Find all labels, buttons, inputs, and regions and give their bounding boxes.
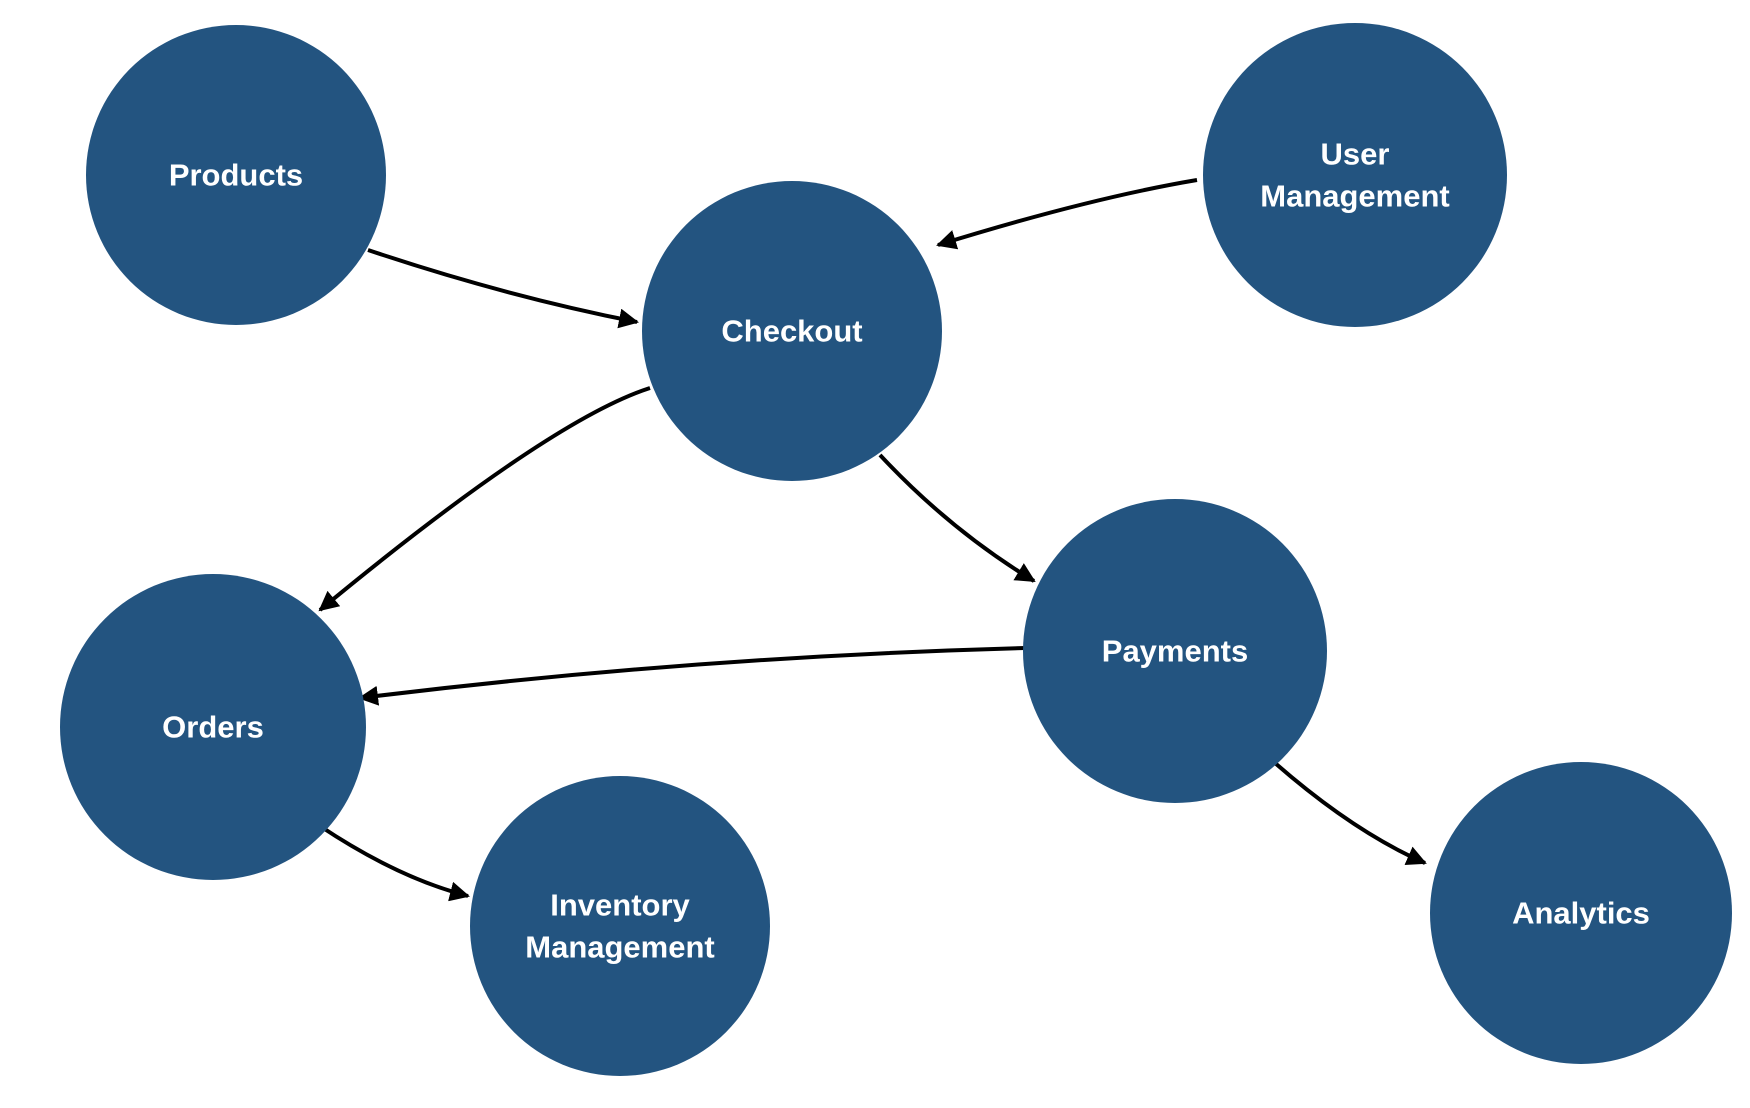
node-payments-label-line: Payments (1102, 634, 1248, 669)
node-payments-label: Payments (1102, 634, 1248, 669)
node-checkout[interactable]: Checkout (642, 181, 942, 481)
node-inventory-management-label-line: Inventory (550, 888, 690, 923)
edge-orders-to-inventory-management (318, 824, 470, 902)
node-analytics[interactable]: Analytics (1430, 762, 1732, 1064)
node-products-label-line: Products (169, 158, 303, 193)
node-products[interactable]: Products (86, 25, 386, 325)
node-inventory-management-label-line: Management (525, 930, 714, 965)
edge-payments-to-analytics (1273, 761, 1427, 865)
node-checkout-label: Checkout (721, 314, 862, 349)
node-analytics-label: Analytics (1512, 896, 1650, 931)
node-orders-circle[interactable] (60, 574, 366, 880)
edge-payments-to-orders (358, 646, 1026, 706)
node-products-circle[interactable] (86, 25, 386, 325)
edges-layer (318, 178, 1427, 902)
node-orders[interactable]: Orders (60, 574, 366, 880)
node-analytics-label-line: Analytics (1512, 896, 1650, 931)
edge-checkout-to-payments (878, 453, 1036, 583)
node-checkout-circle[interactable] (642, 181, 942, 481)
node-user-management-label-line: User (1321, 137, 1390, 172)
node-user-management-circle[interactable] (1203, 23, 1507, 327)
node-user-management-label-line: Management (1260, 179, 1449, 214)
node-products-label: Products (169, 158, 303, 193)
node-analytics-circle[interactable] (1430, 762, 1732, 1064)
node-checkout-label-line: Checkout (721, 314, 862, 349)
node-orders-label: Orders (162, 710, 264, 745)
node-inventory-management-circle[interactable] (470, 776, 770, 1076)
edge-user-management-to-checkout (936, 178, 1198, 250)
edge-products-to-checkout (367, 248, 639, 329)
edge-checkout-to-orders (318, 386, 651, 612)
node-orders-label-line: Orders (162, 710, 264, 745)
node-payments[interactable]: Payments (1023, 499, 1327, 803)
node-payments-circle[interactable] (1023, 499, 1327, 803)
